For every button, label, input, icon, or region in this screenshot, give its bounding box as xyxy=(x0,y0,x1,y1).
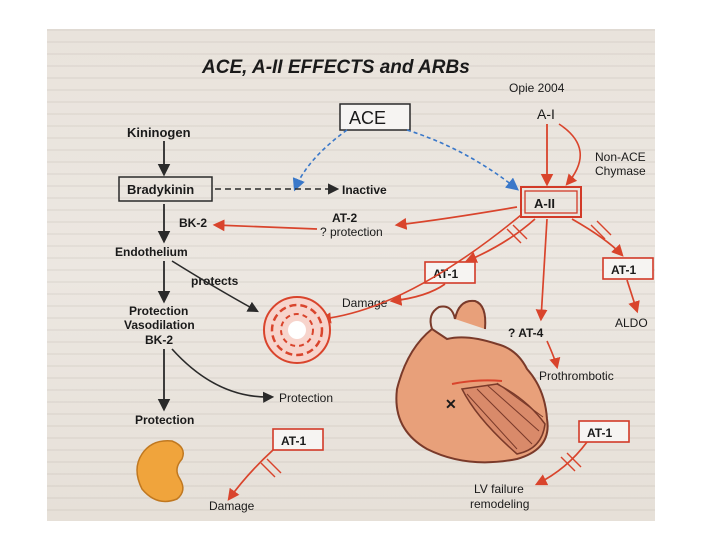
vasodilation-label: Vasodilation xyxy=(124,318,195,332)
at1-mid-label: AT-1 xyxy=(433,267,458,281)
at1-low-right-label: AT-1 xyxy=(587,426,612,440)
at1-right-label: AT-1 xyxy=(611,263,636,277)
bk2-top-label: BK-2 xyxy=(179,216,207,230)
at1-low-right-to-lv-arrow xyxy=(534,441,588,486)
block-mark-3 xyxy=(590,224,606,240)
block-mark-1 xyxy=(506,228,522,244)
block-mark-7 xyxy=(560,456,576,472)
bk2-to-protection2-arrow xyxy=(171,348,275,403)
ace-to-bradykinin-arrow xyxy=(292,129,348,192)
chymase-label: Chymase xyxy=(595,164,646,178)
at1-right-box xyxy=(602,257,654,280)
at1-low-right-box xyxy=(578,420,630,443)
at2-to-bk2-arrow xyxy=(212,219,318,232)
svg-text:✕: ✕ xyxy=(445,396,457,412)
ace-box xyxy=(339,103,411,131)
lv-failure-label: LV failure xyxy=(474,482,524,496)
heart-illustration: ✕ xyxy=(395,299,549,464)
artery-cross-section xyxy=(263,296,331,364)
inactive-label: Inactive xyxy=(342,183,387,197)
source-citation: Opie 2004 xyxy=(509,81,565,95)
diagram: ACE, A-II EFFECTS and ARBs Opie 2004 ACE… xyxy=(115,57,654,513)
protects-label: protects xyxy=(191,274,239,288)
a2-to-at1-right-arrow xyxy=(571,218,624,257)
a2-to-at4-arrow xyxy=(535,218,548,322)
at1-mid-box xyxy=(424,261,476,284)
a2-label: A-II xyxy=(534,196,555,211)
prothrombotic-label: Prothrombotic xyxy=(539,369,614,383)
endothelium-label: Endothelium xyxy=(115,245,188,259)
ace-to-a2-arrow xyxy=(406,129,519,191)
block-mark-8 xyxy=(566,452,582,468)
a1-label: A-I xyxy=(537,106,555,122)
a2-to-at1-mid-arrow xyxy=(464,218,536,263)
at1-low-left-box xyxy=(272,428,324,451)
non-ace-label: Non-ACE xyxy=(595,150,646,164)
protection2-label: Protection xyxy=(279,391,333,405)
damage-mid-label: Damage xyxy=(342,296,388,310)
kidney-illustration xyxy=(136,440,184,503)
protection3-label: Protection xyxy=(135,413,194,427)
bk2-mid-label: BK-2 xyxy=(145,333,173,347)
scanned-page: ACE, A-II EFFECTS and ARBs Opie 2004 ACE… xyxy=(47,29,655,521)
a2-box-outer xyxy=(520,186,582,218)
ace-label: ACE xyxy=(349,108,386,128)
at1-right-to-aldo-arrow xyxy=(626,279,640,314)
at1-mid-to-damage-arrow xyxy=(389,283,446,306)
block-mark-6 xyxy=(266,458,282,474)
at2-sub-label: ? protection xyxy=(320,225,383,239)
a2-box-inner xyxy=(524,190,578,214)
remodeling-label: remodeling xyxy=(470,497,529,511)
at4-to-prothrombotic-arrow xyxy=(546,340,561,370)
aldo-label: ALDO xyxy=(615,316,648,330)
protection1-label: Protection xyxy=(129,304,188,318)
at2-label: AT-2 xyxy=(332,211,357,225)
block-mark-2 xyxy=(512,224,528,240)
diagram-title: ACE, A-II EFFECTS and ARBs xyxy=(201,57,470,78)
at1-low-left-to-damage-arrow xyxy=(227,449,274,501)
bradykinin-label: Bradykinin xyxy=(127,182,194,197)
endothelium-to-artery-arrow xyxy=(171,260,259,313)
block-mark-5 xyxy=(260,462,276,478)
damage-low-label: Damage xyxy=(209,499,255,513)
bradykinin-box xyxy=(118,176,213,202)
at4-label: ? AT-4 xyxy=(508,326,544,340)
a2-to-artery-arrow xyxy=(319,214,522,324)
at1-low-left-label: AT-1 xyxy=(281,434,306,448)
kininogen-label: Kininogen xyxy=(127,125,191,140)
block-mark-4 xyxy=(596,220,612,236)
chymase-arrow xyxy=(558,123,581,186)
a2-to-at2-arrow xyxy=(394,206,518,230)
